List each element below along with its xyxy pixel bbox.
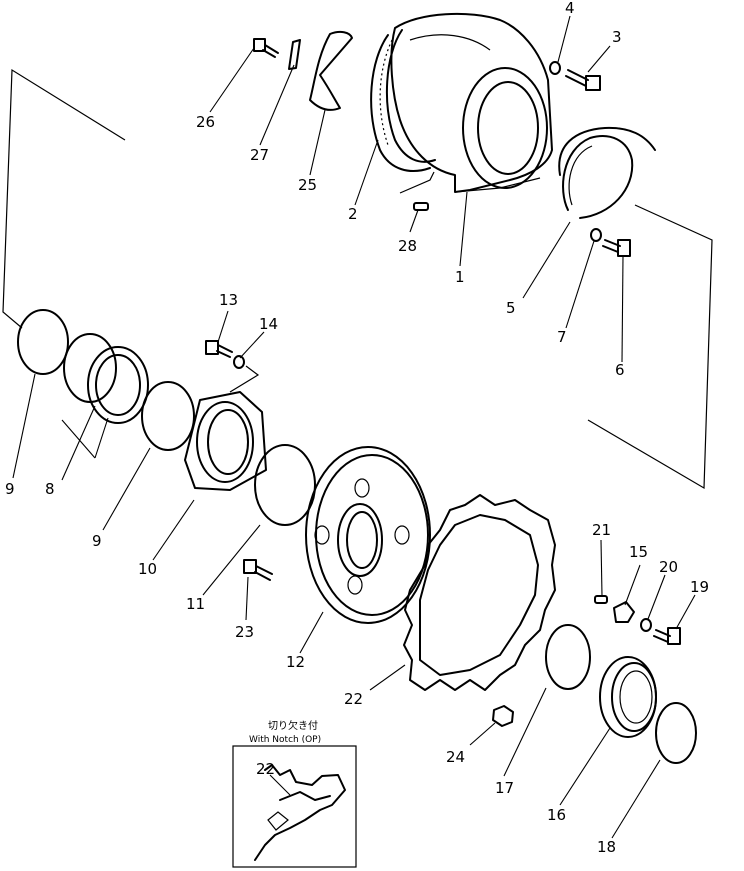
inset-with-notch: 切り欠き付 With Notch (OP) 22 [232, 719, 357, 868]
bolt-part-13 [205, 340, 233, 358]
callout-1: 1 [455, 268, 465, 286]
assembly-lines [2, 68, 713, 490]
washer-part-7 [590, 228, 602, 242]
callout-19: 19 [690, 578, 709, 596]
inset-frame [232, 745, 357, 868]
leader-lines [12, 15, 696, 839]
inset-title-en: With Notch (OP) [249, 735, 321, 745]
washer-part-14 [233, 355, 245, 369]
callout-6: 6 [615, 361, 625, 379]
lock-part-15 [613, 601, 635, 623]
o-ring-part-18 [655, 702, 697, 764]
callout-10: 10 [138, 560, 157, 578]
callout-7: 7 [557, 328, 567, 346]
callout-3: 3 [612, 28, 622, 46]
callout-14: 14 [259, 315, 278, 333]
hub-part-12 [305, 446, 431, 624]
callout-20: 20 [659, 558, 678, 576]
o-ring-part-17 [545, 624, 591, 690]
housing-part-1 [390, 12, 553, 193]
callout-15: 15 [629, 543, 648, 561]
callout-5: 5 [506, 299, 516, 317]
callout-28: 28 [398, 237, 417, 255]
nut-part-24 [492, 705, 514, 727]
bolt-part-23 [243, 559, 273, 581]
callout-9-left: 9 [5, 480, 15, 498]
seal-part-8 [63, 333, 149, 424]
bolt-part-6 [602, 239, 631, 257]
callout-9-center: 9 [92, 532, 102, 550]
o-ring-part-9-center [141, 381, 195, 451]
plate-part-27 [288, 39, 301, 70]
callout-25: 25 [298, 176, 317, 194]
retainer-part-10 [184, 391, 267, 491]
pin-part-21 [594, 595, 608, 604]
cover-part-25 [309, 30, 353, 111]
o-ring-part-9-left [17, 309, 69, 375]
pin-part-28 [413, 202, 429, 211]
guard-ring-part-5 [558, 126, 656, 219]
callout-13: 13 [219, 291, 238, 309]
callout-27: 27 [250, 146, 269, 164]
callout-16: 16 [547, 806, 566, 824]
bolt-part-19 [653, 627, 681, 645]
inset-callout-22: 22 [256, 760, 275, 778]
nut-ring-part-16 [599, 656, 657, 738]
callout-2: 2 [348, 205, 358, 223]
sprocket-part-22 [403, 494, 556, 691]
bolt-part-26 [253, 38, 279, 58]
callout-12: 12 [286, 653, 305, 671]
flange-ring-part-2 [370, 29, 436, 172]
callout-18: 18 [597, 838, 616, 856]
callout-labels: 1 2 3 4 5 6 7 8 9 9 10 11 12 13 14 15 16… [5, 0, 709, 856]
callout-4: 4 [565, 0, 575, 17]
callout-22: 22 [344, 690, 363, 708]
callout-8: 8 [45, 480, 55, 498]
callout-24: 24 [446, 748, 465, 766]
bolt-part-3 [565, 69, 601, 91]
callout-26: 26 [196, 113, 215, 131]
washer-part-20 [640, 618, 652, 632]
washer-part-4 [549, 61, 561, 75]
o-ring-part-11 [254, 444, 316, 526]
callout-11: 11 [186, 595, 205, 613]
inset-title-jp: 切り欠き付 [268, 719, 318, 732]
callout-17: 17 [495, 779, 514, 797]
callout-23: 23 [235, 623, 254, 641]
callout-21: 21 [592, 521, 611, 539]
